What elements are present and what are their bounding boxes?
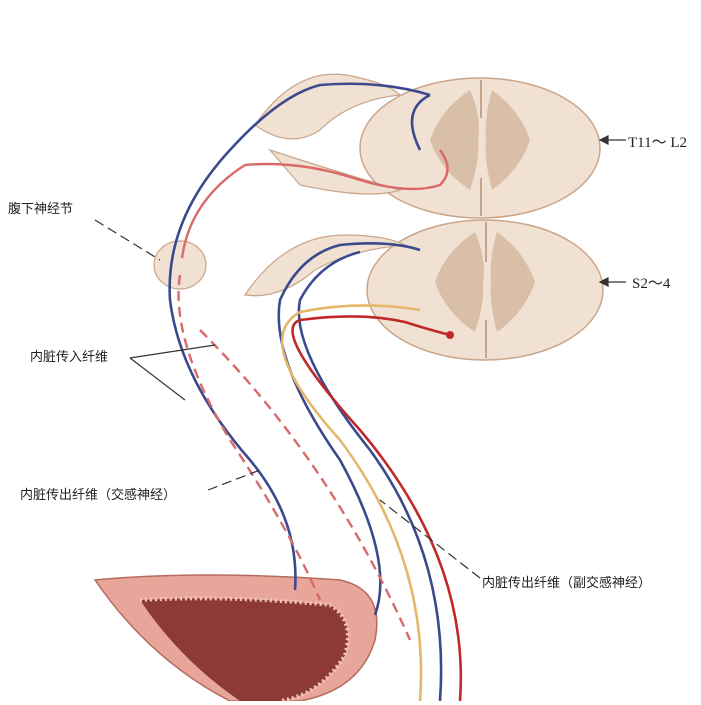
label-visceral-efferent-parasympathetic: 内脏传出纤维（副交感神经） [482, 576, 652, 591]
spinal-cord-lower [366, 219, 604, 361]
parasympathetic-fibers [280, 304, 463, 702]
label-visceral-efferent-sympathetic: 内脏传出纤维（交感神经） [20, 488, 177, 503]
label-segment-upper: T11～ L2 [628, 135, 688, 151]
bladder-organ [93, 574, 378, 703]
label-hypogastric-ganglion: 腹下神经节 [8, 202, 74, 217]
hypogastric-ganglion [153, 240, 207, 290]
label-visceral-afferent: 内脏传入纤维 [30, 350, 109, 365]
sympathetic-fibers [177, 149, 449, 641]
spinal-cord-upper [359, 77, 601, 219]
label-segment-lower: S2～4 [632, 276, 671, 292]
leader-lines [94, 135, 626, 579]
